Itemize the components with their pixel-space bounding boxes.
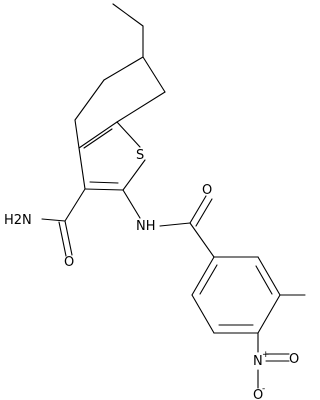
bond-c2-c3 — [84, 188, 124, 191]
bond-ar2-ar3-inner — [255, 265, 273, 295]
molecule-structure: S H2N O NH O N + O O - — [4, 3, 306, 400]
bond-nh-cbenz — [159, 222, 191, 227]
bond-c7-c7a — [116, 91, 166, 123]
bond-c2-nh — [122, 189, 141, 219]
bond-c5-c4 — [74, 79, 105, 121]
bond-cbenz-ring — [189, 222, 215, 258]
bond-ar6-ar1 — [191, 256, 215, 296]
bond-ar6-ar1-inner — [199, 264, 218, 295]
bond-c7a-c3a-double — [83, 128, 113, 149]
bond-cbenz-o-double — [195, 198, 213, 227]
atom-label-amide-nitrogen: NH — [136, 219, 156, 234]
atom-label-nitro-oxygen-top: O — [289, 352, 299, 367]
bond-c6-c5 — [103, 56, 144, 81]
atom-label-nitro-positive-charge: + — [262, 350, 270, 360]
bond-c6-c7 — [142, 56, 166, 93]
bond-c3-c3a — [78, 147, 86, 190]
atom-label-amide-oxygen: O — [64, 255, 74, 270]
bond-s-c2 — [122, 159, 146, 191]
bond-c7a-c3a — [78, 121, 118, 149]
bond-c4-c3a — [74, 119, 80, 149]
bond-c3-camide — [64, 188, 86, 222]
bond-camide-o-double — [58, 221, 67, 257]
atom-label-nitro-oxygen-bottom: O — [253, 388, 263, 400]
bond-camide-o — [64, 220, 73, 256]
bond-cbenz-o — [189, 195, 207, 224]
bond-ethyl-ch3-ch2 — [112, 3, 144, 27]
atom-label-nitro-nitrogen: N — [253, 354, 263, 369]
bond-c2-c3-double — [89, 181, 119, 184]
bond-c7a-s — [116, 121, 141, 148]
bond-ar3-ar4 — [257, 294, 281, 334]
atom-label-oxygen-negative-charge: - — [262, 384, 265, 394]
bond-camide-nh2 — [41, 218, 66, 222]
atom-label-benzamide-oxygen: O — [202, 183, 212, 198]
bond-ar5-ar6 — [191, 294, 215, 334]
bond-ar2-ar3 — [257, 256, 281, 296]
atom-label-sulfur: S — [136, 148, 144, 163]
atom-label-amine: H2N — [4, 213, 32, 228]
